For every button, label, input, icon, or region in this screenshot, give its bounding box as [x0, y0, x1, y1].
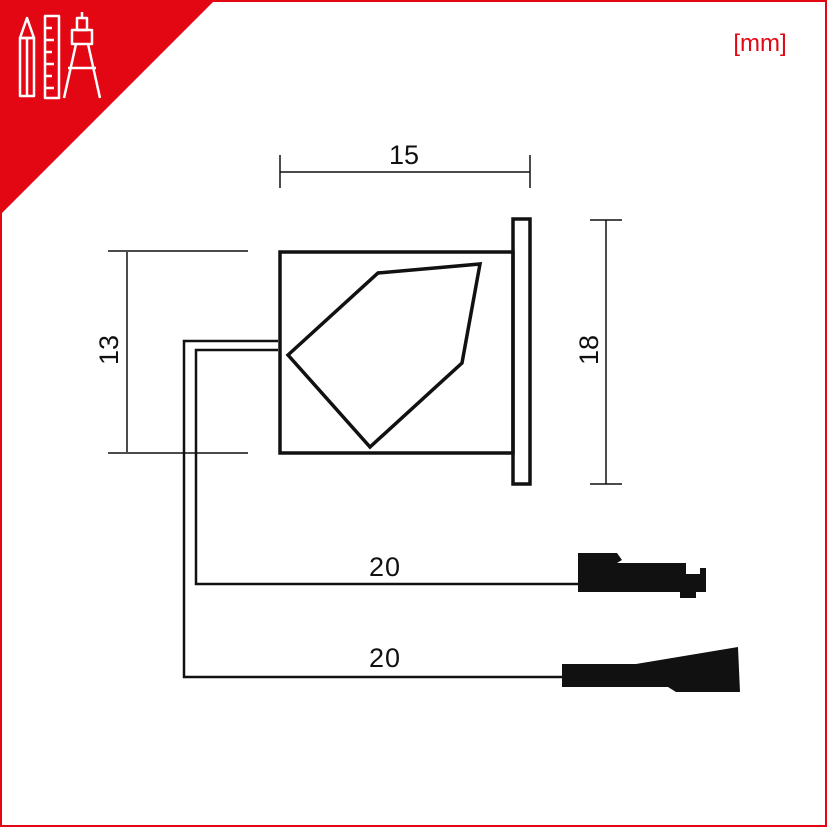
corner-badge — [0, 0, 215, 215]
cable-bottom — [182, 339, 562, 679]
lamp-flange — [511, 217, 532, 486]
badge-triangle — [0, 0, 215, 215]
width-dimension — [279, 155, 531, 188]
cable-top-length-label: 20 — [369, 552, 401, 582]
cable-top — [194, 348, 578, 586]
drafting-tools-icon — [18, 12, 102, 100]
unit-label: [mm] — [733, 30, 786, 57]
flange-height-dimension-label: 18 — [574, 335, 604, 365]
height-dimension-label: 13 — [94, 335, 124, 365]
cable-bottom-length-label: 20 — [369, 643, 401, 673]
height-dimension — [108, 250, 248, 454]
flange-height-dimension — [590, 219, 622, 485]
width-dimension-label: 15 — [389, 140, 419, 170]
light-lens — [285, 262, 483, 450]
cables — [182, 339, 578, 679]
connector-top — [578, 553, 706, 598]
lamp-body — [278, 217, 532, 486]
connector-bottom — [562, 647, 740, 692]
